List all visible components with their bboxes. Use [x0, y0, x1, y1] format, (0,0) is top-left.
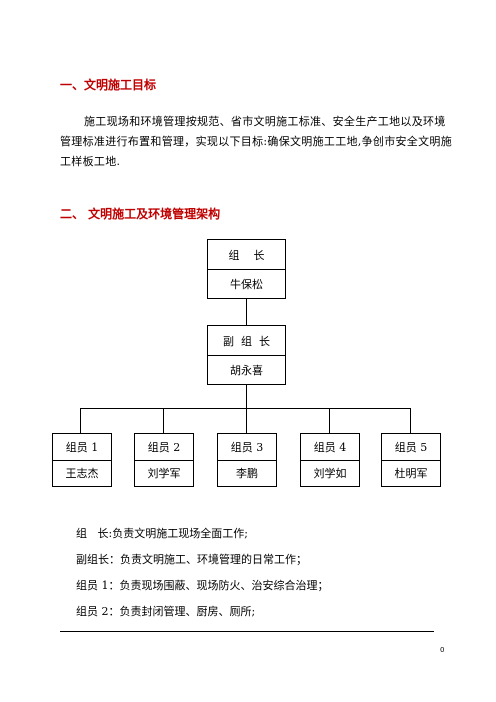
member-box-2: 组员 2 刘学军: [134, 433, 194, 487]
goal-paragraph: 施工现场和环境管理按规范、省市文明施工标准、安全生产工地以及环境管理标准进行布置…: [60, 115, 452, 168]
connector-line: [246, 299, 247, 325]
member-box-3: 组员 3 李鹏: [217, 433, 277, 487]
deputy-box: 副 组 长 胡永喜: [207, 325, 286, 385]
section-heading-2: 二、 文明施工及环境管理架构: [60, 207, 221, 221]
connector-line: [246, 408, 247, 433]
connector-line: [410, 408, 411, 433]
member-name: 李鹏: [236, 467, 258, 480]
leader-title: 组 长: [208, 240, 285, 270]
connector-line: [246, 385, 247, 409]
connector-line: [163, 408, 164, 433]
member-name: 刘学如: [313, 467, 347, 480]
member-title: 组员 4: [301, 434, 359, 461]
footer-rule: [60, 631, 434, 632]
member-box-5: 组员 5 杜明军: [381, 433, 441, 487]
connector-line: [80, 408, 81, 433]
connector-line: [80, 408, 411, 409]
member-title: 组员 1: [53, 434, 111, 461]
member-title: 组员 2: [135, 434, 193, 461]
deputy-title: 副 组 长: [208, 326, 285, 356]
page-number: 0: [440, 646, 445, 654]
connector-line: [329, 408, 330, 433]
deputy-name: 胡永喜: [230, 363, 263, 377]
member-title: 组员 5: [382, 434, 440, 461]
member-name: 王志杰: [65, 467, 99, 480]
responsibility-line: 组员 1：负责现场围蔽、现场防火、治安综合治理；: [76, 579, 329, 592]
leader-box: 组 长 牛保松: [207, 239, 286, 299]
responsibility-line: 组 长:负责文明施工现场全面工作;: [76, 527, 248, 540]
member-box-4: 组员 4 刘学如: [300, 433, 360, 487]
responsibility-line: 副组长：负责文明施工、环境管理的日常工作；: [76, 553, 307, 566]
section-heading-1: 一、文明施工目标: [60, 78, 157, 92]
member-box-1: 组员 1 王志杰: [52, 433, 112, 487]
member-title: 组员 3: [218, 434, 276, 461]
responsibility-line: 组员 2：负责封闭管理、厨房、厕所;: [76, 605, 256, 618]
leader-name: 牛保松: [230, 277, 263, 291]
member-name: 刘学军: [147, 467, 181, 480]
member-name: 杜明军: [394, 467, 428, 480]
